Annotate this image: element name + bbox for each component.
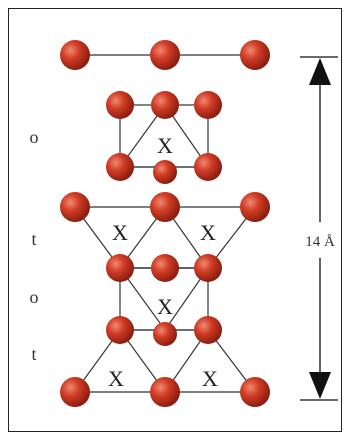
layer-label-t-lower: t <box>31 344 36 364</box>
atom <box>194 316 222 344</box>
atom <box>240 40 270 70</box>
layer-label-o-upper: o <box>30 127 39 147</box>
atom <box>106 91 134 119</box>
atom <box>151 91 179 119</box>
atom <box>150 192 180 222</box>
atom <box>194 254 222 282</box>
site-label: X <box>202 366 218 391</box>
atom <box>60 192 90 222</box>
atom <box>194 153 222 181</box>
site-label: X <box>112 220 128 245</box>
atom <box>150 40 180 70</box>
atom <box>60 377 90 407</box>
atom <box>106 254 134 282</box>
site-label: X <box>157 133 173 158</box>
site-label: X <box>108 366 124 391</box>
atom <box>106 316 134 344</box>
atom <box>150 377 180 407</box>
site-labels: X X X X X X <box>108 133 218 391</box>
site-label: X <box>200 220 216 245</box>
atom <box>60 40 90 70</box>
atom <box>153 322 177 346</box>
atom <box>194 91 222 119</box>
dimension-arrow <box>300 56 338 401</box>
atoms <box>60 40 270 407</box>
site-label: X <box>157 294 173 319</box>
layer-label-o-lower: o <box>30 287 39 307</box>
dimension-label: 14 Å <box>305 234 335 250</box>
atom <box>240 377 270 407</box>
atom <box>106 153 134 181</box>
atom <box>240 192 270 222</box>
atom <box>153 160 177 184</box>
figure-frame <box>8 8 342 432</box>
atom <box>151 254 179 282</box>
layer-labels: o t o t <box>30 127 39 364</box>
layer-label-t-upper: t <box>31 229 36 249</box>
